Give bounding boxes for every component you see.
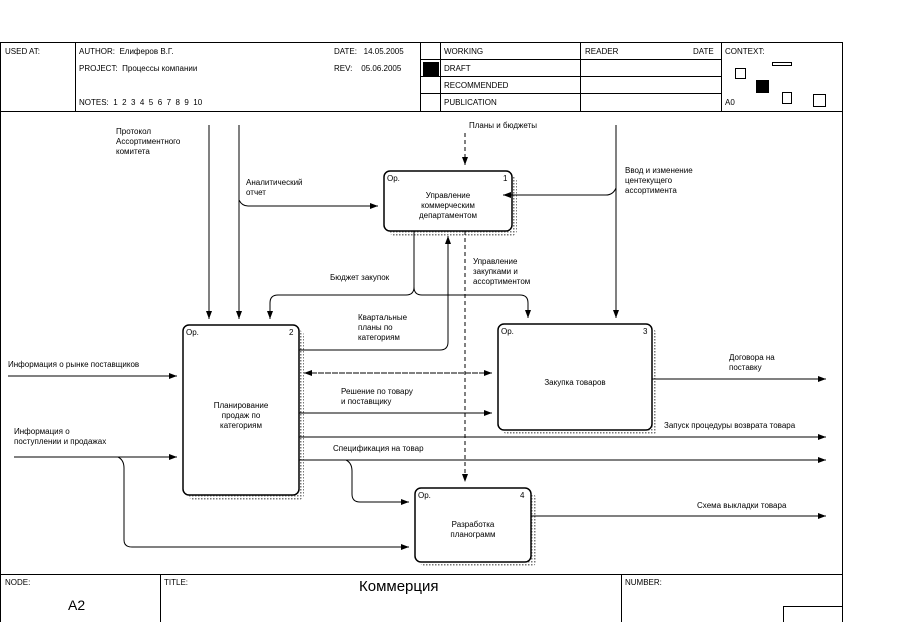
status-recommended: RECOMMENDED (444, 81, 509, 90)
node-value: A2 (68, 597, 86, 613)
project-text: PROJECT: Процессы компании (79, 64, 198, 73)
box-3-num: 3 (643, 327, 648, 336)
label-decision: Решение по товару и поставщику (341, 387, 413, 406)
used-at-label: USED AT: (5, 47, 40, 56)
label-protocol: Протокол Ассортиментного комитета (116, 127, 181, 156)
box-1-op: Ор. (387, 174, 400, 183)
label-spec: Спецификация на товар (333, 444, 424, 453)
node-label: NODE: (5, 578, 31, 587)
box-1-label: Управление коммерческим департаментом (418, 191, 478, 220)
label-analytic: Аналитический отчет (246, 178, 303, 197)
label-plans-budgets: Планы и бюджеты (469, 121, 537, 130)
arrow-budget-to-b2 (267, 231, 415, 319)
arrow-spec-to-b4 (345, 459, 409, 505)
rev-text: REV: 05.06.2005 (334, 64, 402, 73)
arrow-analytic-right (238, 199, 378, 209)
author-text: AUTHOR: Елиферов В.Г. (79, 47, 174, 56)
status-working: WORKING (444, 47, 484, 56)
label-quarter-plans: Квартальные планы по категориям (358, 313, 408, 342)
date-text: DATE: 14.05.2005 (334, 47, 404, 56)
context-label: CONTEXT: (725, 47, 765, 56)
box-3-op: Ор. (501, 327, 514, 336)
box-4[interactable] (414, 487, 532, 563)
arrow-budget-to-b3 (413, 286, 531, 318)
box-2-num: 2 (289, 328, 294, 337)
box-3-label: Закупка товаров (544, 378, 606, 387)
label-market-info: Информация о рынке поставщиков (8, 360, 140, 369)
draft-marker (423, 62, 439, 76)
box-4-label: Разработка планограмм (450, 520, 496, 539)
reader-date-label: DATE (693, 47, 714, 56)
arrow-input-change-left (503, 187, 617, 198)
label-receipt-info: Информация о поступлении и продажах (14, 427, 107, 446)
box-2[interactable] (182, 324, 300, 496)
reader-label: READER (585, 47, 619, 56)
arrow-receipt-to-b4 (117, 456, 409, 550)
box-4-op: Ор. (418, 491, 431, 500)
box-1[interactable] (383, 170, 513, 232)
label-layout-scheme: Схема выкладки товара (697, 501, 787, 510)
label-input-change: Ввод и изменение центекущего ассортимент… (625, 166, 693, 195)
title-label: TITLE: (164, 578, 189, 587)
context-node: A0 (725, 98, 735, 107)
label-contracts: Договора на поставку (729, 353, 775, 372)
label-manage-purchase: Управление закупками и ассортиментом (473, 257, 531, 286)
box-2-label: Планирование продаж по категориям (213, 401, 269, 430)
label-return-launch: Запуск процедуры возврата товара (664, 421, 796, 430)
box-4-num: 4 (520, 491, 525, 500)
status-publication: PUBLICATION (444, 98, 497, 107)
box-1-num: 1 (503, 174, 508, 183)
box-2-op: Ор. (186, 328, 199, 337)
diagram-title: Коммерция (359, 578, 439, 595)
label-budget-purchase: Бюджет закупок (330, 273, 390, 282)
number-label: NUMBER: (625, 578, 662, 587)
status-draft: DRAFT (444, 64, 471, 73)
notes-text: NOTES: 1 2 3 4 5 6 7 8 9 10 (79, 98, 203, 107)
arrow-quarter-plans (299, 236, 451, 351)
box-3[interactable] (497, 323, 653, 431)
